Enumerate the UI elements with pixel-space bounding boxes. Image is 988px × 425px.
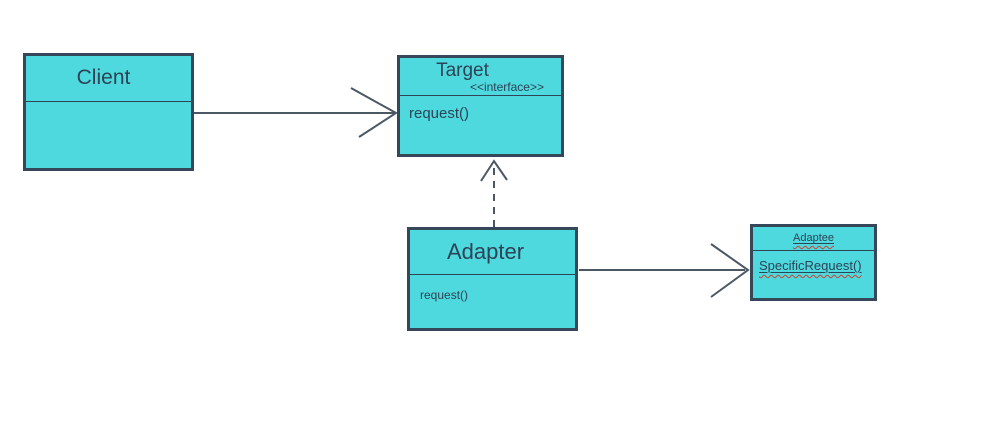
class-target-title: Target [436, 59, 489, 81]
connector-adapter-to-adaptee-head [710, 243, 750, 298]
class-adapter-method: request() [420, 288, 469, 302]
class-box-client[interactable]: Client [23, 53, 194, 171]
class-adaptee-title: Adaptee [753, 232, 874, 245]
spellcheck-squiggle: SpecificRequest() [759, 258, 862, 273]
class-adapter-header: Adapter [410, 230, 575, 275]
connector-client-to-target-head [350, 87, 398, 138]
spellcheck-squiggle: Adaptee [793, 232, 834, 245]
class-adaptee-header: Adaptee [753, 227, 874, 251]
class-adapter-title: Adapter [446, 239, 525, 265]
class-target-method: request() [409, 105, 470, 122]
connector-adapter-to-adaptee[interactable] [579, 243, 750, 298]
connector-adapter-to-target[interactable] [480, 159, 508, 227]
connector-adapter-to-target-head [480, 159, 508, 182]
class-adaptee-method: SpecificRequest() [753, 251, 874, 273]
class-box-adaptee[interactable]: Adaptee SpecificRequest() [750, 224, 877, 301]
class-client-body [26, 102, 191, 168]
class-target-stereotype: <<interface>> [469, 80, 544, 95]
connector-client-to-target[interactable] [194, 87, 398, 138]
class-adapter-body: request() [410, 275, 575, 328]
class-client-title: Client [76, 66, 131, 90]
class-target-body: request() [400, 96, 561, 154]
class-client-header: Client [26, 56, 191, 102]
class-box-adapter[interactable]: Adapter request() [407, 227, 578, 331]
class-adaptee-body: SpecificRequest() [753, 251, 874, 298]
class-box-target[interactable]: Target <<interface>> request() [397, 55, 564, 157]
class-target-header: Target <<interface>> [400, 58, 561, 96]
